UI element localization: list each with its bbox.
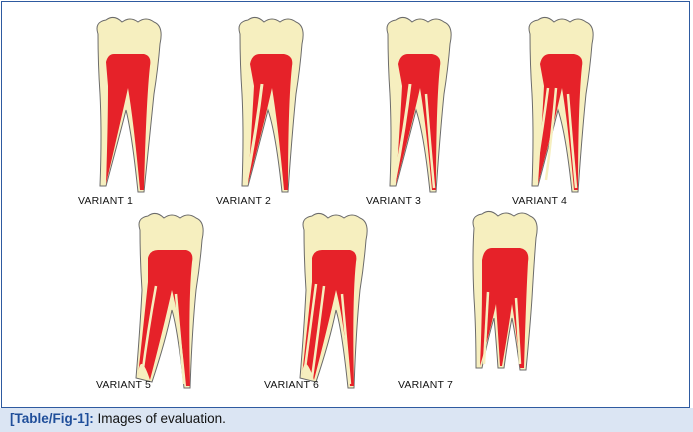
tooth-variant-3-icon <box>374 14 464 194</box>
variant-label: VARIANT 4 <box>512 195 567 207</box>
tooth-variant-5-icon <box>126 210 216 390</box>
caption-ref: [Table/Fig-1]: <box>10 411 94 426</box>
variant-label: VARIANT 2 <box>216 195 271 207</box>
variant-label: VARIANT 1 <box>78 195 133 207</box>
figure-frame: VARIANT 1 VARIANT 2 VARIANT 3 VARIANT 4 … <box>1 1 690 408</box>
caption-text: Images of evaluation. <box>94 411 226 426</box>
tooth-variant-7-icon <box>454 208 544 388</box>
tooth-variant-6-icon <box>290 210 380 390</box>
variant-label: VARIANT 5 <box>96 379 151 391</box>
tooth-variant-1-icon <box>84 14 174 194</box>
variant-label: VARIANT 7 <box>398 379 453 391</box>
variant-label: VARIANT 3 <box>366 195 421 207</box>
tooth-variant-4-icon <box>516 14 606 194</box>
variant-label: VARIANT 6 <box>264 379 319 391</box>
tooth-variant-2-icon <box>226 14 316 194</box>
figure-caption: [Table/Fig-1]: Images of evaluation. <box>0 408 693 432</box>
